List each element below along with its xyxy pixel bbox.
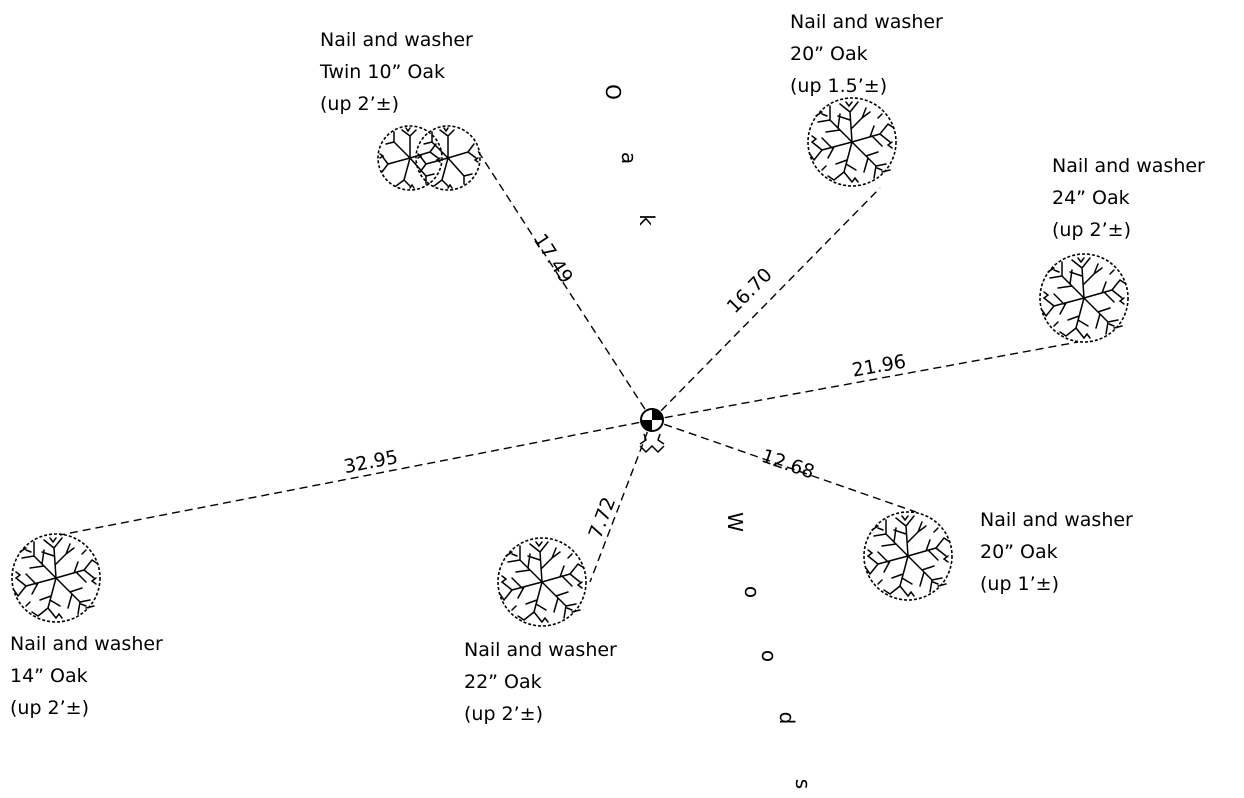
label-line: (up 2’±) xyxy=(10,697,89,719)
road-letter: a xyxy=(617,152,641,164)
road-letter: d xyxy=(775,712,799,725)
control-point-benchmark-icon xyxy=(639,408,665,454)
tree-label-20-oak-south: Nail and washer 20” Oak (up 1’±) xyxy=(980,509,1133,595)
label-line: Nail and washer xyxy=(790,11,943,33)
tree-icon xyxy=(497,537,587,627)
tree-20-oak-south xyxy=(863,511,953,601)
label-line: Nail and washer xyxy=(980,509,1133,531)
distance-label: 16.70 xyxy=(723,264,777,318)
label-line: 22” Oak xyxy=(464,671,542,693)
tree-label-twin-10-oak: Nail and washer Twin 10” Oak (up 2’±) xyxy=(319,29,473,115)
tree-20-oak-north xyxy=(807,97,897,187)
tree-label-24-oak: Nail and washer 24” Oak (up 2’±) xyxy=(1052,155,1205,241)
tree-24-oak xyxy=(1039,253,1129,343)
tree-label-14-oak: Nail and washer 14” Oak (up 2’±) xyxy=(10,633,163,719)
tree-22-oak xyxy=(497,537,587,627)
tie-line-24-oak xyxy=(651,341,1079,421)
label-line: (up 1.5’±) xyxy=(790,75,887,97)
road-name: O a k W o o d s xyxy=(601,84,815,789)
tie-line-14-oak xyxy=(59,419,653,536)
tree-icon xyxy=(415,125,481,191)
road-letter: o xyxy=(740,586,764,598)
label-line: Nail and washer xyxy=(10,633,163,655)
tree-14-oak xyxy=(11,533,101,623)
label-line: Nail and washer xyxy=(320,29,473,51)
tree-icon xyxy=(11,533,101,623)
label-line: 24” Oak xyxy=(1052,187,1130,209)
tree-label-22-oak: Nail and washer 22” Oak (up 2’±) xyxy=(464,639,617,725)
road-letter: o xyxy=(757,650,781,662)
road-letter: W xyxy=(723,512,747,532)
distance-label: 17.49 xyxy=(529,230,577,288)
label-line: (up 2’±) xyxy=(320,93,399,115)
label-line: 20” Oak xyxy=(790,43,868,65)
tree-icon xyxy=(1039,253,1129,343)
label-line: Nail and washer xyxy=(1052,155,1205,177)
tie-line-20-oak-north xyxy=(651,187,881,421)
label-line: Twin 10” Oak xyxy=(319,61,445,83)
label-line: Nail and washer xyxy=(464,639,617,661)
distance-label: 32.95 xyxy=(342,446,400,478)
tie-lines xyxy=(59,147,1079,583)
label-line: (up 2’±) xyxy=(464,703,543,725)
tree-icon xyxy=(807,97,897,187)
tree-icon xyxy=(863,511,953,601)
distance-label: 12.68 xyxy=(759,445,818,484)
label-line: (up 2’±) xyxy=(1052,219,1131,241)
tie-line-twin-10-oak xyxy=(475,147,653,421)
road-letter: O xyxy=(601,84,625,100)
distance-labels: 17.49 16.70 21.96 12.68 7.72 32.95 xyxy=(342,230,908,542)
road-letter: k xyxy=(635,214,659,226)
label-line: 14” Oak xyxy=(10,665,88,687)
label-line: (up 1’±) xyxy=(980,573,1059,595)
distance-label: 21.96 xyxy=(850,351,907,382)
tie-line-20-oak-south xyxy=(651,419,917,513)
tree-twin-10-oak xyxy=(377,125,481,191)
road-letter: s xyxy=(791,779,815,789)
tree-label-20-oak-north: Nail and washer 20” Oak (up 1.5’±) xyxy=(790,11,943,97)
label-line: 20” Oak xyxy=(980,541,1058,563)
